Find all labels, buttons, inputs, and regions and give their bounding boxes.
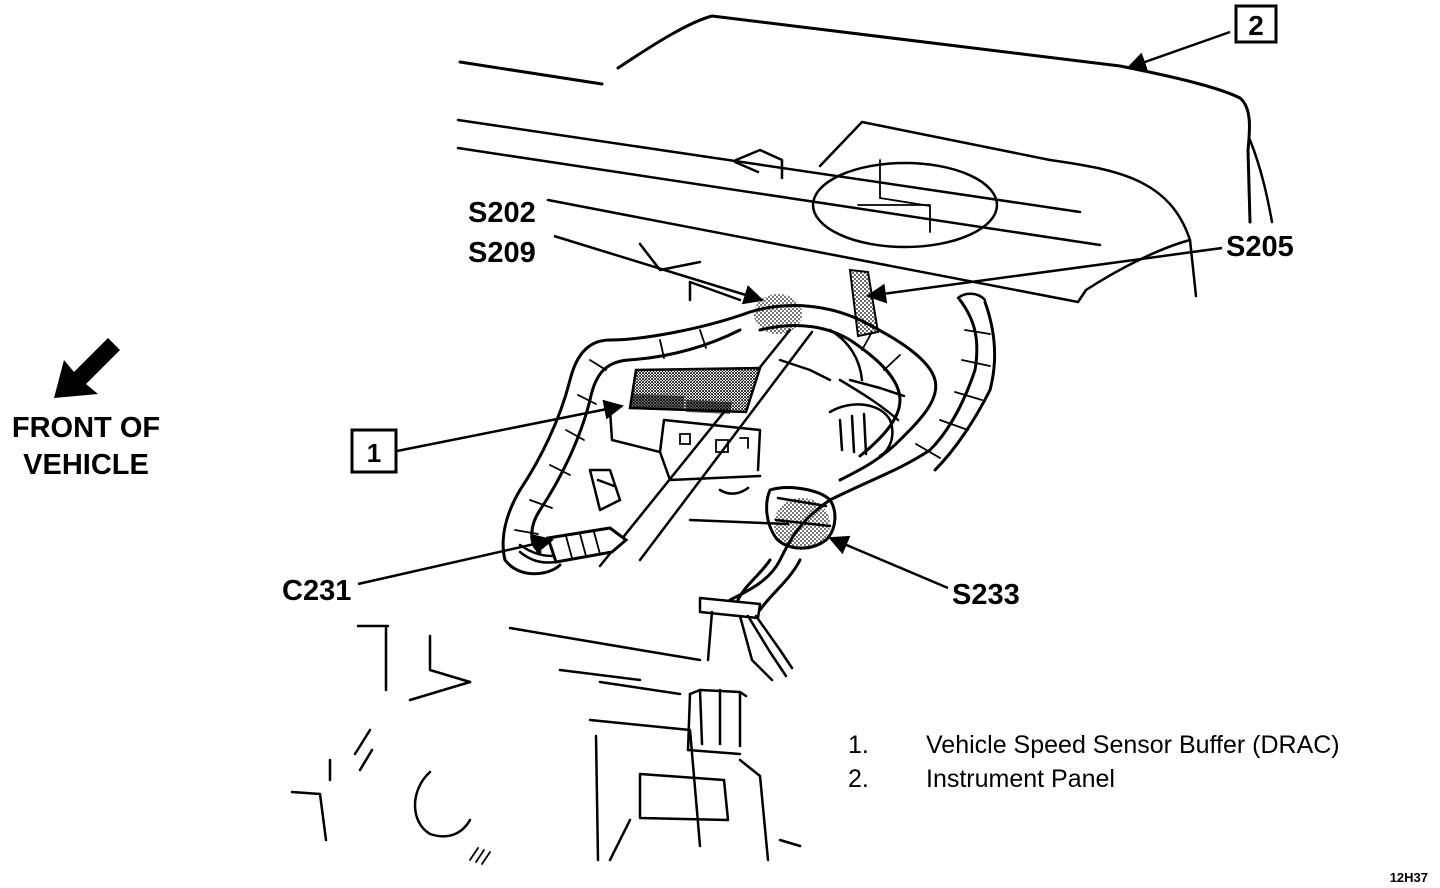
callout-1-number: 1 [367,438,381,468]
legend-item-1-text: Vehicle Speed Sensor Buffer (DRAC) [926,731,1340,759]
callout-1-leader [396,399,624,453]
label-s202: S202 [468,197,536,229]
splice-s233 [774,498,830,550]
front-arrow-icon [54,338,120,398]
callout-2-leader [1126,30,1231,72]
legend: 1. Vehicle Speed Sensor Buffer (DRAC) 2.… [848,731,1340,793]
label-s209: S209 [468,237,536,269]
legend-item-1-number: 1. [848,731,869,759]
splice-s202-s209 [754,294,802,334]
s202-s209-leader [553,234,764,305]
shaded-components [518,268,880,564]
s233-leader [828,535,949,590]
front-of-vehicle-line1: FRONT OF [12,412,160,444]
figure-code: 12H37 [1390,870,1428,885]
lower-dash-drawing [290,328,906,865]
label-s233: S233 [952,579,1020,611]
callout-2-box [1234,4,1278,44]
instrument-panel-drawing [456,14,1274,304]
connector-c231 [546,526,629,564]
wiring-harness [501,292,997,682]
label-s205: S205 [1226,231,1294,263]
front-of-vehicle-line2: VEHICLE [23,449,149,481]
c231-leader [357,534,554,586]
label-c231: C231 [282,575,351,607]
legend-item-2-number: 2. [848,765,869,793]
s205-leader [866,246,1223,304]
legend-item-2-text: Instrument Panel [926,765,1115,793]
callout-2-number: 2 [1248,10,1264,41]
splice-s205 [848,268,880,338]
callout-1-box [350,428,398,474]
